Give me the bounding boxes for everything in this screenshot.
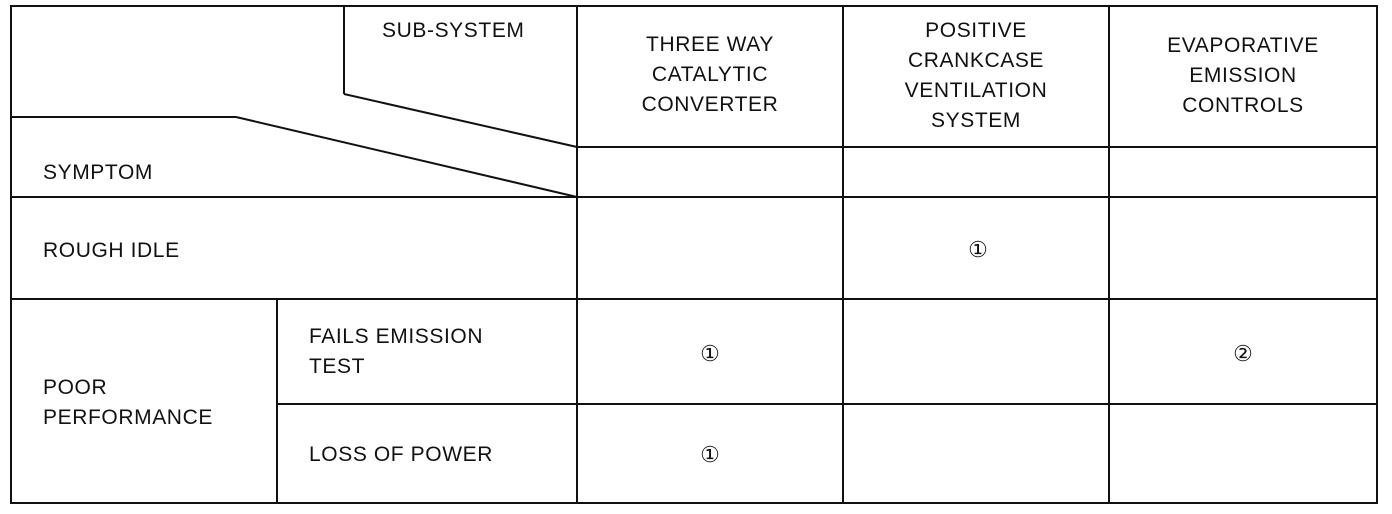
- subsystem-diagonal: [343, 93, 578, 148]
- symptom-label: SYMPTOM: [43, 161, 153, 184]
- symptom-diagonal: [235, 116, 578, 198]
- subsystem-label: SUB-SYSTEM: [382, 19, 525, 42]
- header-line: THREE WAY: [646, 33, 774, 56]
- header-line: POSITIVE: [925, 19, 1027, 42]
- group-line: POOR: [43, 376, 108, 399]
- header-line: CRANKCASE: [907, 49, 1045, 72]
- cell-rough-idle-pcv: ①: [968, 237, 988, 262]
- group-line: PERFORMANCE: [43, 406, 213, 429]
- cell-loss-of-power-catalytic: ①: [700, 442, 720, 467]
- header-line: EMISSION: [1189, 64, 1297, 87]
- header-line: EVAPORATIVE: [1167, 34, 1319, 57]
- header-line: SYSTEM: [931, 109, 1021, 132]
- column-header-catalytic-converter: THREE WAY CATALYTIC CONVERTER: [577, 30, 843, 120]
- column-header-pcv-system: POSITIVE CRANKCASE VENTILATION SYSTEM: [843, 16, 1109, 136]
- header-line: CONTROLS: [1182, 94, 1304, 117]
- row-label-rough-idle: ROUGH IDLE: [43, 239, 180, 262]
- row-group-poor-performance: POOR PERFORMANCE: [43, 373, 213, 433]
- column-header-evaporative-controls: EVAPORATIVE EMISSION CONTROLS: [1109, 31, 1377, 121]
- header-line: CATALYTIC: [651, 63, 769, 86]
- cell-fails-emission-evaporative: ②: [1233, 341, 1253, 366]
- row-label-fails-emission-test: FAILS EMISSION TEST: [309, 322, 483, 382]
- header-line: CONVERTER: [641, 93, 779, 116]
- header-line: VENTILATION: [904, 79, 1048, 102]
- cell-fails-emission-catalytic: ①: [700, 341, 720, 366]
- row-label-loss-of-power: LOSS OF POWER: [309, 443, 493, 466]
- table-border: [10, 5, 1378, 504]
- label-line: FAILS EMISSION: [309, 325, 484, 348]
- label-line: TEST: [309, 355, 366, 378]
